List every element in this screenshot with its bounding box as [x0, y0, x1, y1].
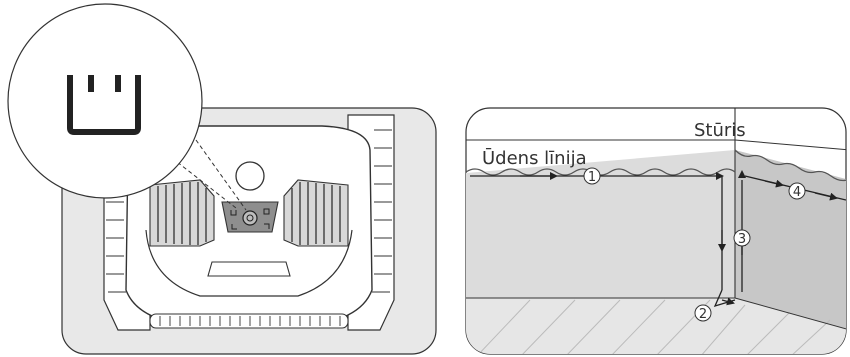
mode-indicator-icon: [230, 210, 237, 216]
robot-cleaner: [103, 114, 395, 331]
corner-label: Stūris: [694, 120, 746, 141]
control-panel: [221, 201, 279, 233]
handle-hole: [235, 161, 265, 191]
step-4-label: 4: [793, 185, 801, 200]
mode-indicator-icon: [263, 208, 270, 215]
right-grille: [283, 179, 349, 247]
step-1-label: 1: [588, 170, 596, 185]
pool-floor: [466, 298, 846, 354]
step-2-label: 2: [699, 307, 707, 322]
step-3-label: 3: [738, 232, 746, 247]
brush-roller: [149, 313, 349, 329]
right-panel: 1 2 3 4 Stūris Ūdens līnija: [465, 107, 847, 355]
waterline-wave: [466, 149, 846, 182]
pool-scene: 1 2 3 4: [466, 108, 846, 354]
left-grille: [149, 179, 215, 247]
magnifier-circle: [7, 3, 203, 199]
left-panel: [7, 3, 437, 355]
floor-wall-mode-icon: [67, 75, 141, 135]
power-button[interactable]: [242, 210, 258, 226]
waterline-label: Ūdens līnija: [482, 147, 587, 169]
step-markers: 1 2 3 4: [583, 167, 806, 322]
callout-leader: [171, 139, 247, 211]
pool-back-wall: [466, 150, 735, 298]
